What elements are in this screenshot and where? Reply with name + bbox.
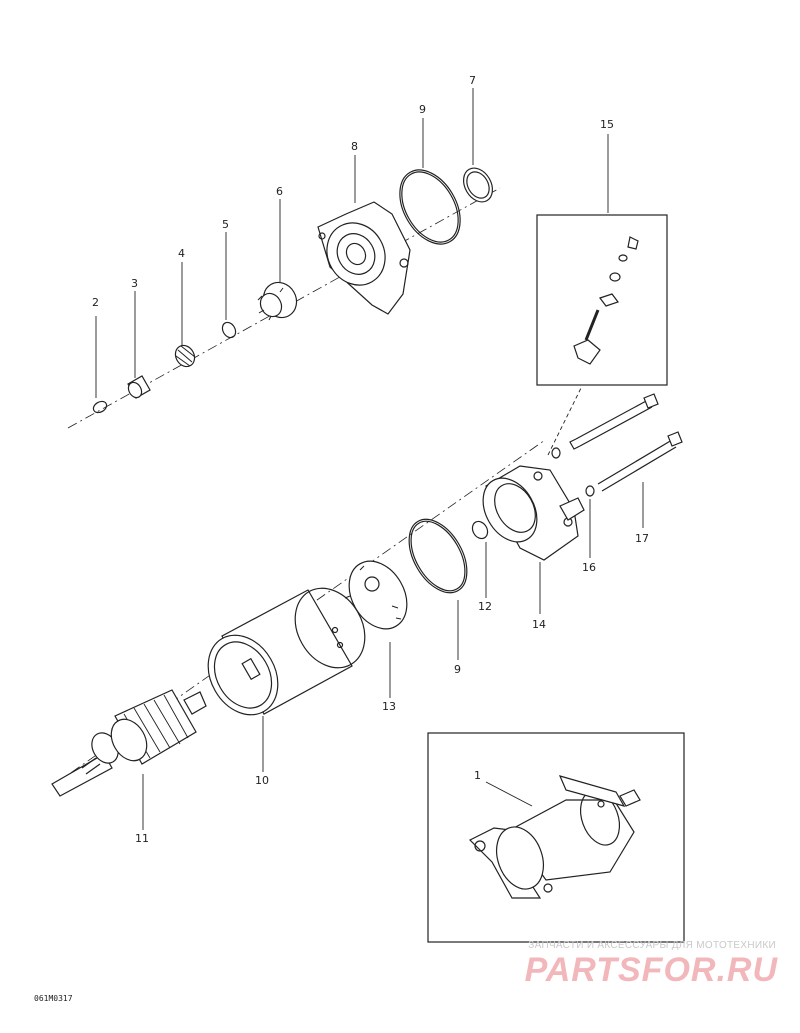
- drawing-reference-code: 061M0317: [34, 994, 73, 1003]
- leader-lines: [95, 88, 644, 830]
- part-13-brush-plate: [344, 560, 408, 630]
- watermark-logo: PARTSFOR.RU: [524, 951, 778, 989]
- callout-14: 14: [532, 618, 546, 631]
- part-5-ring: [221, 321, 237, 339]
- callout-4: 4: [178, 247, 185, 260]
- watermark-tagline: ЗАПЧАСТИ И АКСЕССУАРЫ ДЛЯ МОТОТЕХНИКИ: [528, 940, 776, 951]
- part-16-washer: [551, 447, 595, 497]
- part-3-bushing: [127, 375, 151, 399]
- part-17-through-bolts: [569, 393, 683, 492]
- part-11-armature: [51, 689, 207, 797]
- callout-12: 12: [478, 600, 492, 613]
- part-14-end-housing: [482, 465, 585, 561]
- callout-16: 16: [582, 561, 596, 574]
- callout-labels: 2 3 4 5 6 8 9 7 15 17 16 12 14 9 13 10 1…: [92, 74, 649, 845]
- callout-9-lower: 9: [454, 663, 461, 676]
- part-10-yoke-housing: [207, 587, 366, 716]
- part-1-starter-assembly-inset: [427, 732, 685, 943]
- callout-1: 1: [474, 769, 481, 782]
- callout-15: 15: [600, 118, 614, 131]
- callout-11: 11: [135, 832, 149, 845]
- part-4-spring: [174, 344, 196, 368]
- callout-8: 8: [351, 140, 358, 153]
- callout-9-upper: 9: [419, 103, 426, 116]
- part-15-terminal-kit-inset: [536, 214, 668, 386]
- callout-7: 7: [469, 74, 476, 87]
- part-12-o-ring: [471, 520, 489, 540]
- part-9-o-ring-lower: [408, 518, 468, 594]
- callout-10: 10: [255, 774, 269, 787]
- callout-6: 6: [276, 185, 283, 198]
- part-7-seal-ring: [462, 167, 494, 203]
- callout-2: 2: [92, 296, 99, 309]
- part-6-pinion-gear: [257, 281, 298, 321]
- callout-3: 3: [131, 277, 138, 290]
- callout-5: 5: [222, 218, 229, 231]
- part-8-drive-housing: [317, 201, 411, 315]
- part-9-o-ring-upper: [399, 169, 461, 245]
- callout-13: 13: [382, 700, 396, 713]
- callout-17: 17: [635, 532, 649, 545]
- part-2-retaining-ring: [92, 400, 108, 414]
